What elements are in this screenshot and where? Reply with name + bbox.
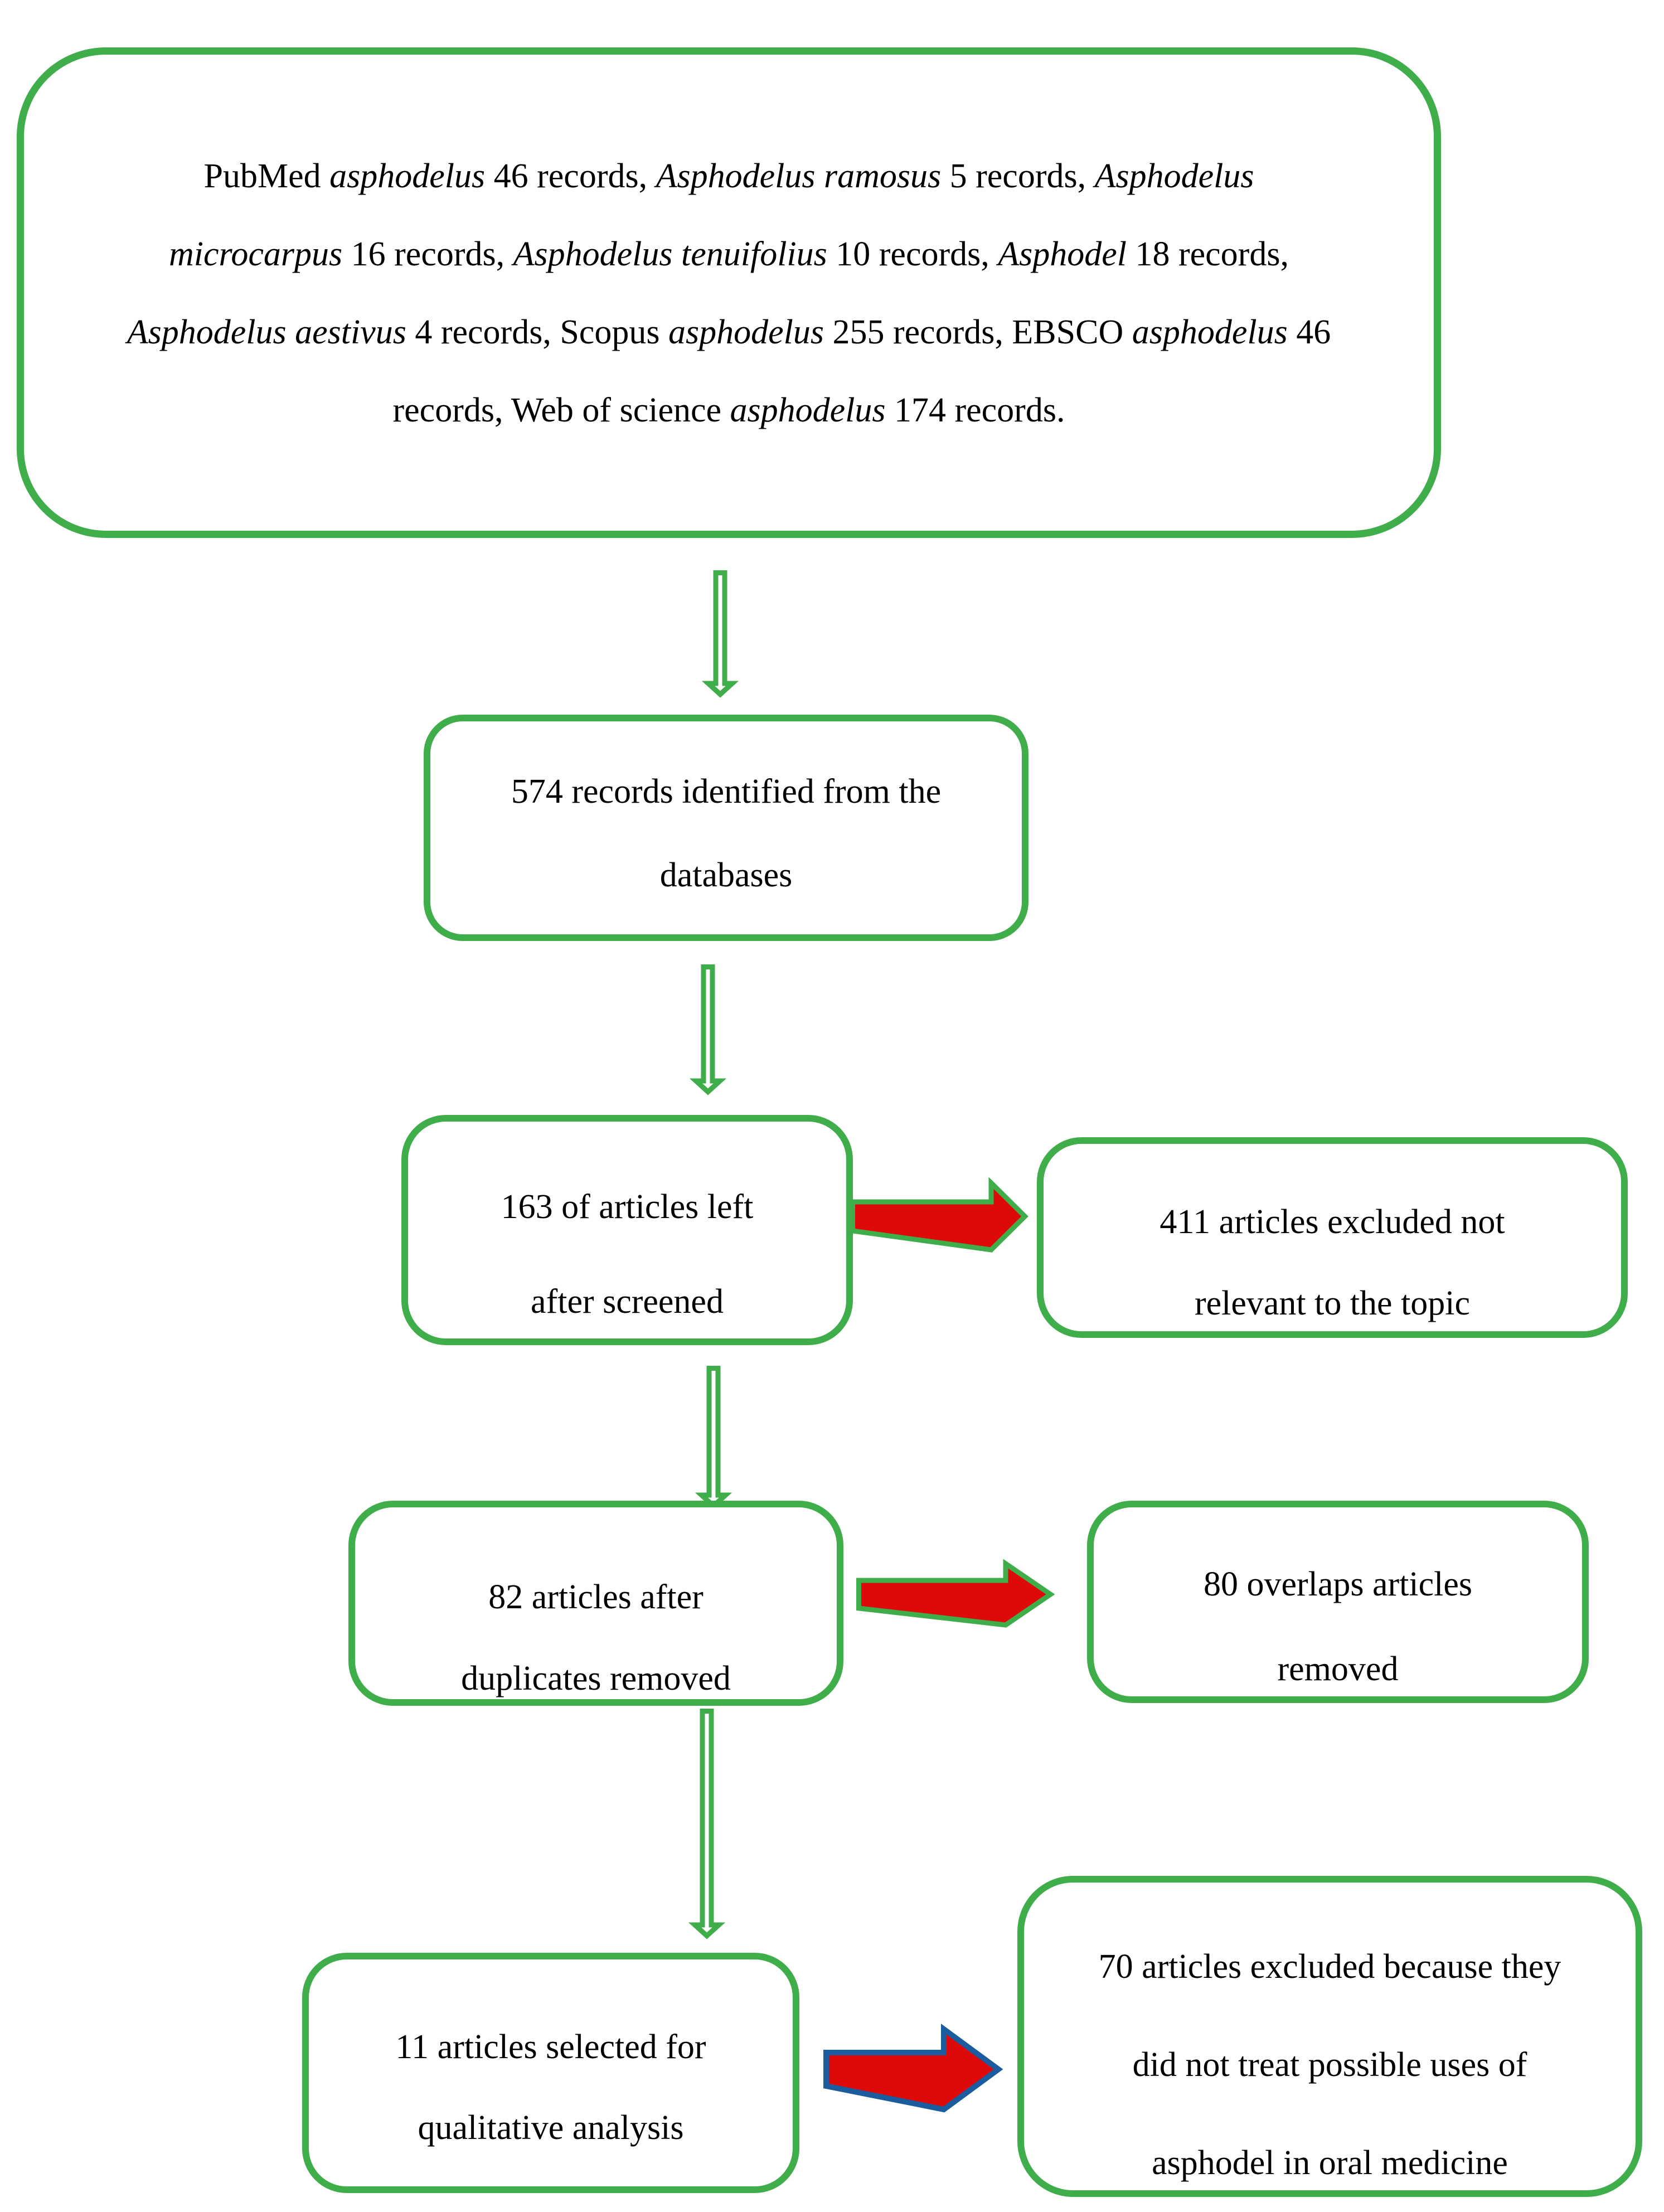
excluded-topic-line-1: 411 articles excluded not [1160,1203,1505,1241]
screened-line-1: 163 of articles left [501,1188,754,1226]
text-segment: 46 [1287,313,1331,351]
excluded-use-text: 70 articles excluded because they did no… [1024,1918,1636,2212]
excluded-use-box: 70 articles excluded because they did no… [1017,1876,1642,2197]
text-segment: 18 records, [1127,235,1289,273]
text-segment: 4 records, Scopus [406,313,668,351]
text-segment: 16 records, [342,235,513,273]
sources-box: PubMed asphodelus 46 records, Asphodelus… [17,47,1441,538]
species-name: Asphodelus aestivus [127,313,406,351]
text-segment: 255 records, EBSCO [823,313,1132,351]
excluded-use-arrow [823,2024,1003,2113]
records-identified-text: 574 records identified from the database… [430,750,1022,917]
sources-line-3: Asphodelus aestivus 4 records, Scopus as… [24,293,1434,371]
selected-line-1: 11 articles selected for [395,2028,706,2066]
species-name: Asphodelus [1094,157,1254,195]
species-name: asphodelus [1132,313,1288,351]
text-segment: records, Web of science [392,391,730,429]
species-name: Asphodelus ramosus [656,157,942,195]
overlaps-box: 80 overlaps articles removed [1087,1501,1589,1703]
down-arrow-3 [695,1366,732,1510]
overlaps-arrow [856,1559,1055,1628]
screened-line-2: after screened [531,1283,724,1321]
excluded-use-line-3: asphodel in oral medicine [1152,2144,1508,2182]
species-name: Asphodelus tenuifolius [513,235,827,273]
sources-line-1: PubMed asphodelus 46 records, Asphodelus… [24,137,1434,215]
selected-line-2: qualitative analysis [418,2109,684,2147]
selected-box: 11 articles selected for qualitative ana… [302,1953,799,2193]
records-identified-line-2: databases [659,856,793,894]
excluded-topic-line-2: relevant to the topic [1194,1284,1471,1322]
screened-text: 163 of articles left after screened [408,1160,846,1349]
down-arrow-1 [701,570,739,698]
duplicates-line-2: duplicates removed [461,1660,731,1697]
sources-line-4: records, Web of science asphodelus 174 r… [24,371,1434,449]
down-arrow-2 [689,964,727,1095]
species-name: Asphodel [998,235,1127,273]
sources-text: PubMed asphodelus 46 records, Asphodelus… [24,137,1434,449]
species-name: microcarpus [169,235,343,273]
screened-box: 163 of articles left after screened [401,1115,853,1345]
text-segment: 10 records, [827,235,998,273]
sources-line-2: microcarpus 16 records, Asphodelus tenui… [24,215,1434,293]
overlaps-line-2: removed [1277,1650,1399,1688]
excluded-use-line-1: 70 articles excluded because they [1098,1948,1561,1986]
text-segment: PubMed [203,157,330,195]
excluded-topic-arrow [850,1177,1029,1253]
species-name: asphodelus [668,313,824,351]
duplicates-text: 82 articles after duplicates removed [355,1556,837,1719]
text-segment: 46 records, [485,157,656,195]
records-identified-box: 574 records identified from the database… [424,715,1029,941]
overlaps-text: 80 overlaps articles removed [1094,1542,1582,1711]
selected-text: 11 articles selected for qualitative ana… [309,2007,793,2169]
excluded-topic-box: 411 articles excluded not relevant to th… [1037,1137,1628,1338]
excluded-use-line-2: did not treat possible uses of [1132,2046,1527,2084]
species-name: asphodelus [329,157,486,195]
species-name: asphodelus [730,391,886,429]
records-identified-line-1: 574 records identified from the [511,773,942,811]
duplicates-line-1: 82 articles after [488,1578,704,1616]
down-arrow-4 [688,1709,726,1939]
excluded-topic-text: 411 articles excluded not relevant to th… [1044,1181,1621,1344]
text-segment: 174 records. [885,391,1065,429]
overlaps-line-1: 80 overlaps articles [1203,1565,1473,1603]
text-segment: 5 records, [941,157,1095,195]
duplicates-box: 82 articles after duplicates removed [348,1501,843,1706]
